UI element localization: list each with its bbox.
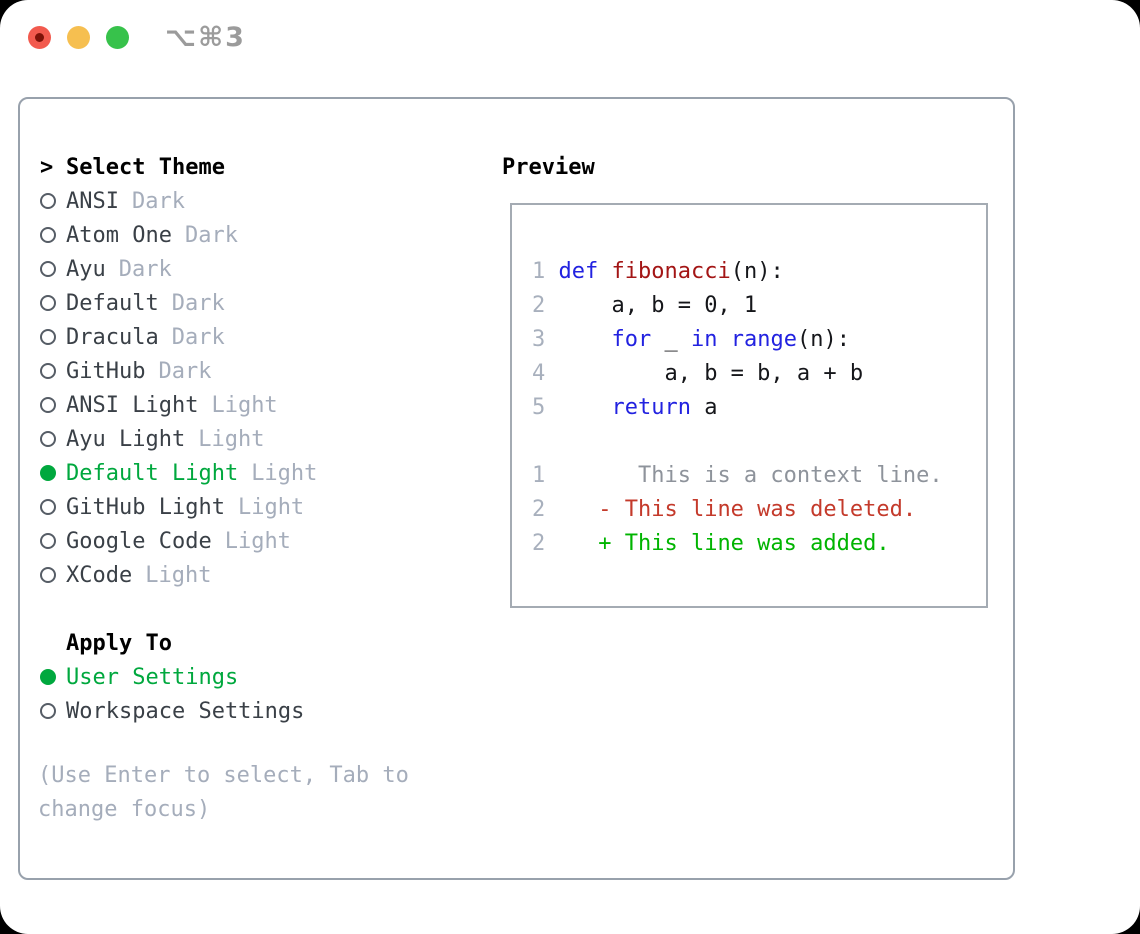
radio-icon [40,431,66,447]
option-tag: Light [237,494,305,520]
option-tag: Light [211,392,278,418]
option-label: Atom One [66,222,172,248]
option-label: User Settings [66,664,239,690]
radio-icon [40,397,66,413]
radio-icon [40,193,66,209]
code-line [532,425,943,459]
option-label: Workspace Settings [66,698,305,724]
preview-title: Preview [502,155,595,180]
theme-option-google-code[interactable]: Google Code Light [40,524,317,558]
code-line: 1 This is a context line. [532,463,943,488]
radio-icon [40,329,66,345]
code-line: 5 return a [532,395,718,420]
theme-option-ayu[interactable]: Ayu Dark [40,252,317,286]
option-tag: Light [224,528,291,554]
option-tag: Dark [158,358,212,384]
apply-option-workspace-settings[interactable]: Workspace Settings [40,694,304,728]
option-label: XCode [66,562,133,588]
radio-icon [40,227,66,243]
option-label: Ayu Light [66,426,186,452]
radio-selected-icon [40,465,66,481]
option-label: Ayu [66,256,106,282]
option-tag: Light [251,460,318,486]
radio-icon [40,567,66,583]
option-tag: Dark [184,222,238,248]
close-dot-icon [35,33,44,42]
code-line: 4 a, b = b, a + b [532,361,864,386]
radio-icon [40,499,66,515]
theme-option-dracula[interactable]: Dracula Dark [40,320,317,354]
theme-option-default[interactable]: Default Dark [40,286,317,320]
option-label: Default Light [66,460,239,486]
option-label: GitHub Light [66,494,225,520]
option-label: Default [66,290,159,316]
theme-option-ayu-light[interactable]: Ayu Light Light [40,422,317,456]
theme-option-github[interactable]: GitHub Dark [40,354,317,388]
window-shortcut-label: ⌥⌘3 [165,22,246,53]
radio-icon [40,261,66,277]
focus-caret-icon: > [40,154,54,180]
option-label: ANSI [66,188,119,214]
option-tag: Light [198,426,265,452]
minimize-window-button[interactable] [67,26,90,49]
option-label: GitHub [66,358,146,384]
theme-list-title: Select Theme [66,154,225,180]
code-line: 1 def fibonacci(n): [532,259,784,284]
close-window-button[interactable] [28,26,51,49]
apply-to-title-row: Apply To [40,626,304,660]
theme-option-ansi-light[interactable]: ANSI Light Light [40,388,317,422]
theme-option-ansi[interactable]: ANSI Dark [40,184,317,218]
option-tag: Dark [171,290,225,316]
radio-icon [40,363,66,379]
code-line: 2 + This line was added. [532,531,890,556]
theme-list-title-row: > Select Theme [40,150,317,184]
help-text: (Use Enter to select, Tab to change focu… [38,763,409,822]
titlebar: ⌥⌘3 [0,0,1140,76]
theme-option-xcode[interactable]: XCode Light [40,558,317,592]
radio-icon [40,703,66,719]
code-line: 3 for _ in range(n): [532,327,850,352]
zoom-window-button[interactable] [106,26,129,49]
option-tag: Dark [118,256,172,282]
theme-option-atom-one[interactable]: Atom One Dark [40,218,317,252]
preview-pane: 1 def fibonacci(n): 2 a, b = 0, 1 3 for _ … [510,203,988,608]
option-label: Google Code [66,528,212,554]
option-label: Dracula [66,324,159,350]
radio-icon [40,295,66,311]
apply-to-title: Apply To [66,630,172,656]
apply-option-user-settings[interactable]: User Settings [40,660,304,694]
code-line: 2 - This line was deleted. [532,497,917,522]
theme-option-default-light[interactable]: Default Light Light [40,456,317,490]
option-tag: Dark [131,188,185,214]
theme-option-github-light[interactable]: GitHub Light Light [40,490,317,524]
code-line: 2 a, b = 0, 1 [532,293,758,318]
radio-icon [40,533,66,549]
preview-code: 1 def fibonacci(n): 2 a, b = 0, 1 3 for _ … [532,255,943,561]
option-tag: Light [145,562,212,588]
option-label: ANSI Light [66,392,199,418]
radio-selected-icon [40,669,66,685]
option-tag: Dark [171,324,225,350]
